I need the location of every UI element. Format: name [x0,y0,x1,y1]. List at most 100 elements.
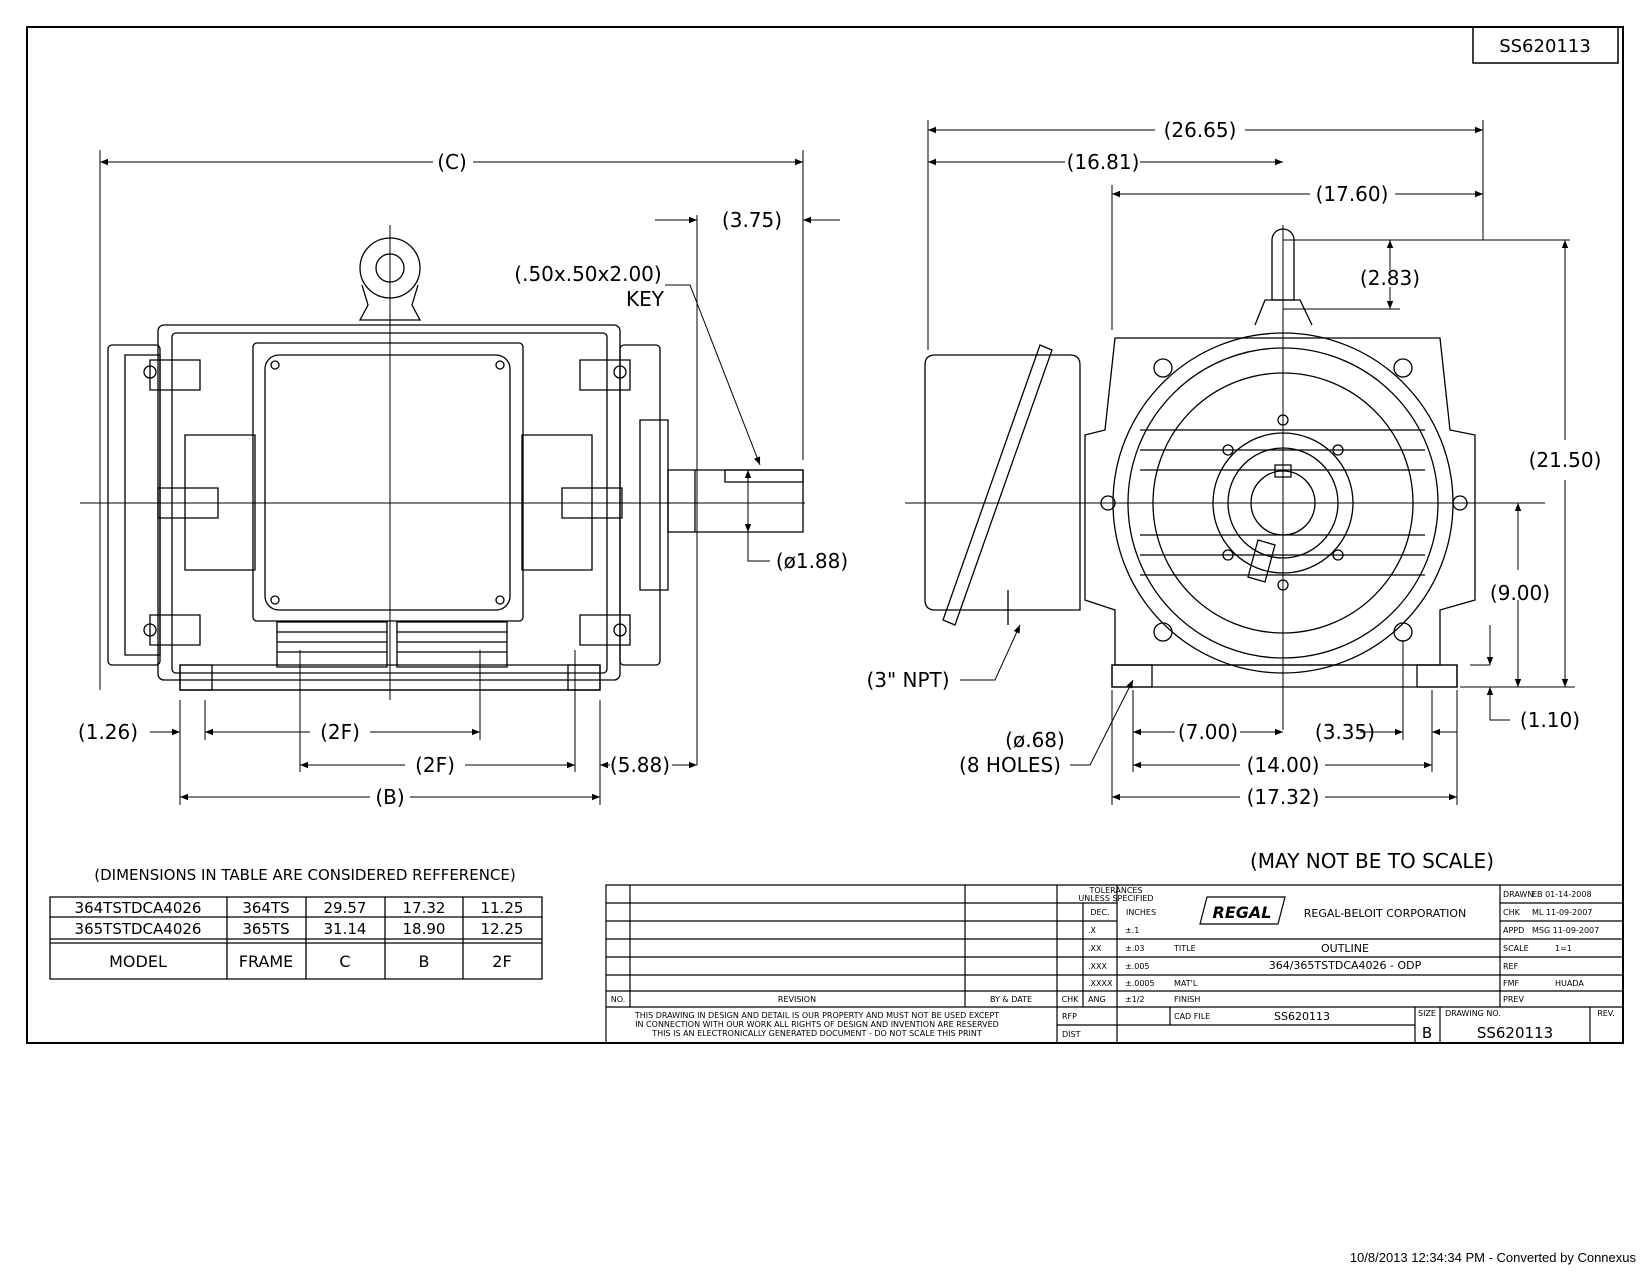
dim-2f-lower: (2F) [415,753,455,777]
dim-c: (C) [437,150,467,174]
regal-logo: REGAL [1213,903,1272,922]
side-view-dimensions [100,150,840,805]
scale-note: (MAY NOT BE TO SCALE) [1250,849,1494,873]
table-cell: 365TS [242,920,289,938]
title-line-1: OUTLINE [1321,942,1369,955]
tol-key: .XXXX [1088,979,1113,988]
dim-5-88: (5.88) [610,753,670,777]
table-cell: 364TS [242,899,289,917]
table-cell: 364TSTDCA4026 [75,899,202,917]
title-label: TITLE [1173,944,1196,953]
by-date-label: BY & DATE [990,995,1032,1004]
rev-no-label: NO. [611,995,626,1004]
notice-line-1: THIS DRAWING IN DESIGN AND DETAIL IS OUR… [634,1011,999,1020]
revision-label: REVISION [778,995,816,1004]
table-header: FRAME [239,952,294,971]
table-cell: 12.25 [481,920,524,938]
dim-17-60: (17.60) [1316,182,1389,206]
dim-b: (B) [375,785,404,809]
table-note: (DIMENSIONS IN TABLE ARE CONSIDERED REFF… [94,866,515,884]
prev-label: PREV [1503,995,1524,1004]
table-header: 2F [492,952,511,971]
drawn-label: DRAWN [1503,890,1533,899]
tol-key: .X [1088,926,1097,935]
dim-17-32: (17.32) [1247,785,1320,809]
tol-key: .XXX [1088,962,1108,971]
conversion-footer: 10/8/2013 12:34:34 PM - Converted by Con… [1349,1250,1636,1265]
tol-value: ±.1 [1125,926,1139,935]
table-cell: 18.90 [403,920,446,938]
dim-shaft-dia: (ø1.88) [776,549,848,573]
cad-file-value: SS620113 [1274,1010,1330,1023]
tol-value: ±.03 [1125,944,1144,953]
table-header: B [419,952,430,971]
unless-specified: UNLESS SPECIFIED [1078,894,1153,903]
title-line-2: 364/365TSTDCA4026 - ODP [1269,959,1422,972]
appd-value: MSG 11-09-2007 [1532,926,1599,935]
table-cell: 11.25 [481,899,524,917]
rfp-label: RFP [1062,1012,1077,1021]
tol-key: .XX [1088,944,1102,953]
ref-label: REF [1503,962,1519,971]
dim-holes-count: (8 HOLES) [959,753,1061,777]
drawing-number-top: SS620113 [1499,36,1591,57]
dim-conduit: (3" NPT) [866,668,949,692]
tol-key: ANG [1088,995,1106,1004]
dimension-table [50,897,542,979]
dim-1-26: (1.26) [78,720,138,744]
dim-7-00: (7.00) [1178,720,1238,744]
tol-inches: INCHES [1126,908,1156,917]
dist-label: DIST [1062,1030,1081,1039]
dim-14-00: (14.00) [1247,753,1320,777]
side-view [80,225,805,700]
end-view [905,225,1545,730]
dim-key-label: KEY [626,287,665,311]
title-block [606,885,1623,1043]
tol-value: ±.0005 [1125,979,1155,988]
chk-col-label: CHK [1062,995,1080,1004]
drawing-no-value: SS620113 [1477,1024,1553,1042]
matl-label: MAT'L [1174,979,1198,988]
fmf-value: HUADA [1555,979,1584,988]
notice-line-3: THIS IS AN ELECTRONICALLY GENERATED DOCU… [651,1029,982,1038]
cad-file-label: CAD FILE [1174,1012,1210,1021]
table-cell: 31.14 [324,920,367,938]
table-cell: 365TSTDCA4026 [75,920,202,938]
size-value: B [1422,1024,1432,1042]
dim-9-00: (9.00) [1490,581,1550,605]
tolerances-head: TOLERANCES [1088,886,1142,895]
size-label: SIZE [1418,1009,1436,1018]
table-header: MODEL [109,952,167,971]
scale-label: SCALE [1503,944,1529,953]
table-header: C [339,952,350,971]
dim-2f-upper: (2F) [320,720,360,744]
dim-3-75: (3.75) [722,208,782,232]
rev-label: REV. [1597,1009,1615,1018]
scale-value: 1=1 [1555,944,1572,953]
chk-label: CHK [1503,908,1521,917]
drawing-number-box [1473,27,1618,63]
tol-value: ±.005 [1125,962,1150,971]
drawn-value: EB 01-14-2008 [1532,890,1592,899]
dim-holes-dia: (ø.68) [1005,728,1065,752]
dim-2-83: (2.83) [1360,266,1420,290]
finish-label: FINISH [1174,995,1200,1004]
dim-26-65: (26.65) [1164,118,1237,142]
company-name: REGAL-BELOIT CORPORATION [1304,907,1467,920]
dim-21-50: (21.50) [1529,448,1602,472]
table-cell: 29.57 [324,899,367,917]
fmf-label: FMF [1503,979,1520,988]
dim-3-35: (3.35) [1315,720,1375,744]
dim-key-size: (.50x.50x2.00) [514,262,661,286]
dim-1-10: (1.10) [1520,708,1580,732]
chk-value: ML 11-09-2007 [1532,908,1592,917]
notice-line-2: IN CONNECTION WITH OUR WORK ALL RIGHTS O… [635,1020,999,1029]
dim-16-81: (16.81) [1067,150,1140,174]
appd-label: APPD [1503,926,1524,935]
drawing-no-label: DRAWING NO. [1445,1009,1501,1018]
tol-value: ±1/2 [1125,995,1145,1004]
tol-dec: DEC. [1090,908,1109,917]
end-view-dimensions [928,120,1575,805]
table-cell: 17.32 [403,899,446,917]
